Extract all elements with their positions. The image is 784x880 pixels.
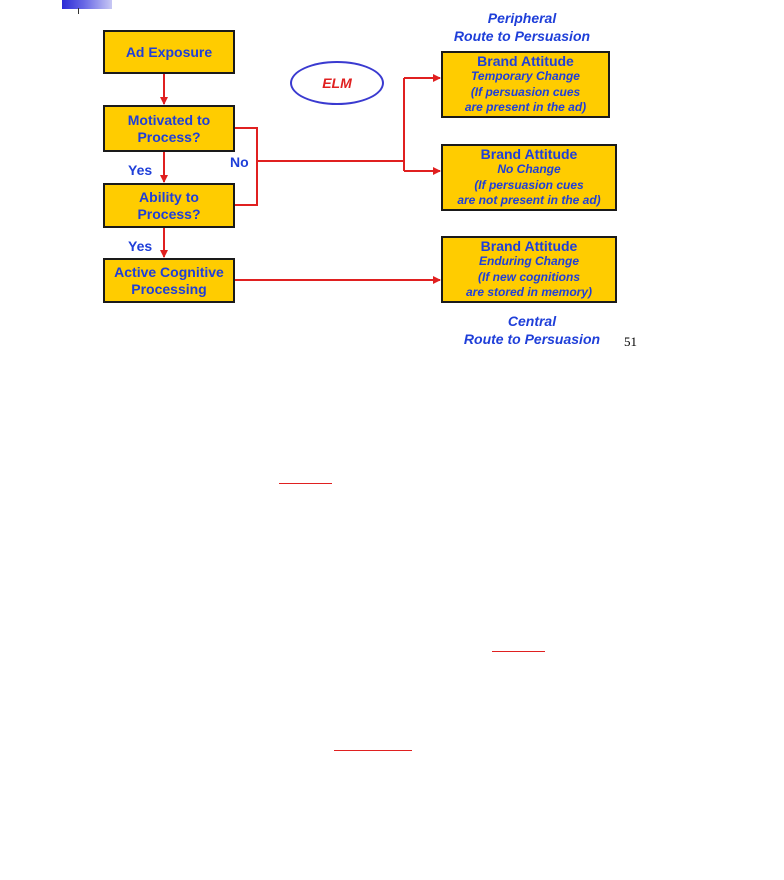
box-sub: (If persuasion cues xyxy=(474,177,584,192)
slide-corner-tick xyxy=(78,8,79,14)
route-line: Central xyxy=(507,313,557,329)
yes-label-2: Yes xyxy=(128,238,153,254)
box-sub: (If new cognitions xyxy=(478,269,580,284)
temporary-change-box: Brand Attitude Temporary Change (If pers… xyxy=(441,51,610,118)
red-underline-mark xyxy=(279,483,332,484)
box-sub: are present in the ad) xyxy=(464,100,587,115)
elm-ellipse: ELM xyxy=(290,61,384,105)
box-sub: are stored in memory) xyxy=(465,285,593,300)
central-route-heading: Central Route to Persuasion xyxy=(446,312,618,348)
route-line: Route to Persuasion xyxy=(463,331,601,347)
yes-label-1: Yes xyxy=(128,162,153,178)
red-underline-mark xyxy=(334,750,412,751)
active-processing-box: Active Cognitive Processing xyxy=(103,258,235,303)
red-underline-mark xyxy=(492,651,545,652)
no-bracket xyxy=(235,127,258,206)
elm-label: ELM xyxy=(322,75,352,91)
no-label: No xyxy=(230,154,249,170)
box-sub: No Change xyxy=(497,162,561,177)
box-line: Process? xyxy=(137,205,201,222)
box-sub: are not present in the ad) xyxy=(457,193,601,208)
enduring-change-box: Brand Attitude Enduring Change (If new c… xyxy=(441,236,617,303)
box-line: Ad Exposure xyxy=(125,43,213,60)
box-line: Motivated to xyxy=(127,111,211,128)
route-line: Route to Persuasion xyxy=(453,28,591,44)
motivated-box: Motivated to Process? xyxy=(103,105,235,152)
route-line: Peripheral xyxy=(487,10,557,26)
ad-exposure-box: Ad Exposure xyxy=(103,30,235,74)
box-sub: Enduring Change xyxy=(479,254,579,269)
box-line: Process? xyxy=(137,128,201,145)
slide-corner-accent xyxy=(62,0,112,9)
no-change-box: Brand Attitude No Change (If persuasion … xyxy=(441,144,617,211)
box-sub: (If persuasion cues xyxy=(470,84,581,99)
box-line: Active Cognitive xyxy=(114,263,224,280)
box-sub: Temporary Change xyxy=(471,69,580,84)
peripheral-route-heading: Peripheral Route to Persuasion xyxy=(436,9,608,45)
box-head: Brand Attitude xyxy=(477,53,574,70)
box-head: Brand Attitude xyxy=(480,238,578,255)
page-number: 51 xyxy=(624,334,637,349)
ability-box: Ability to Process? xyxy=(103,183,235,228)
box-line: Processing xyxy=(131,280,207,297)
box-head: Brand Attitude xyxy=(480,146,578,163)
box-line: Ability to xyxy=(139,188,199,205)
